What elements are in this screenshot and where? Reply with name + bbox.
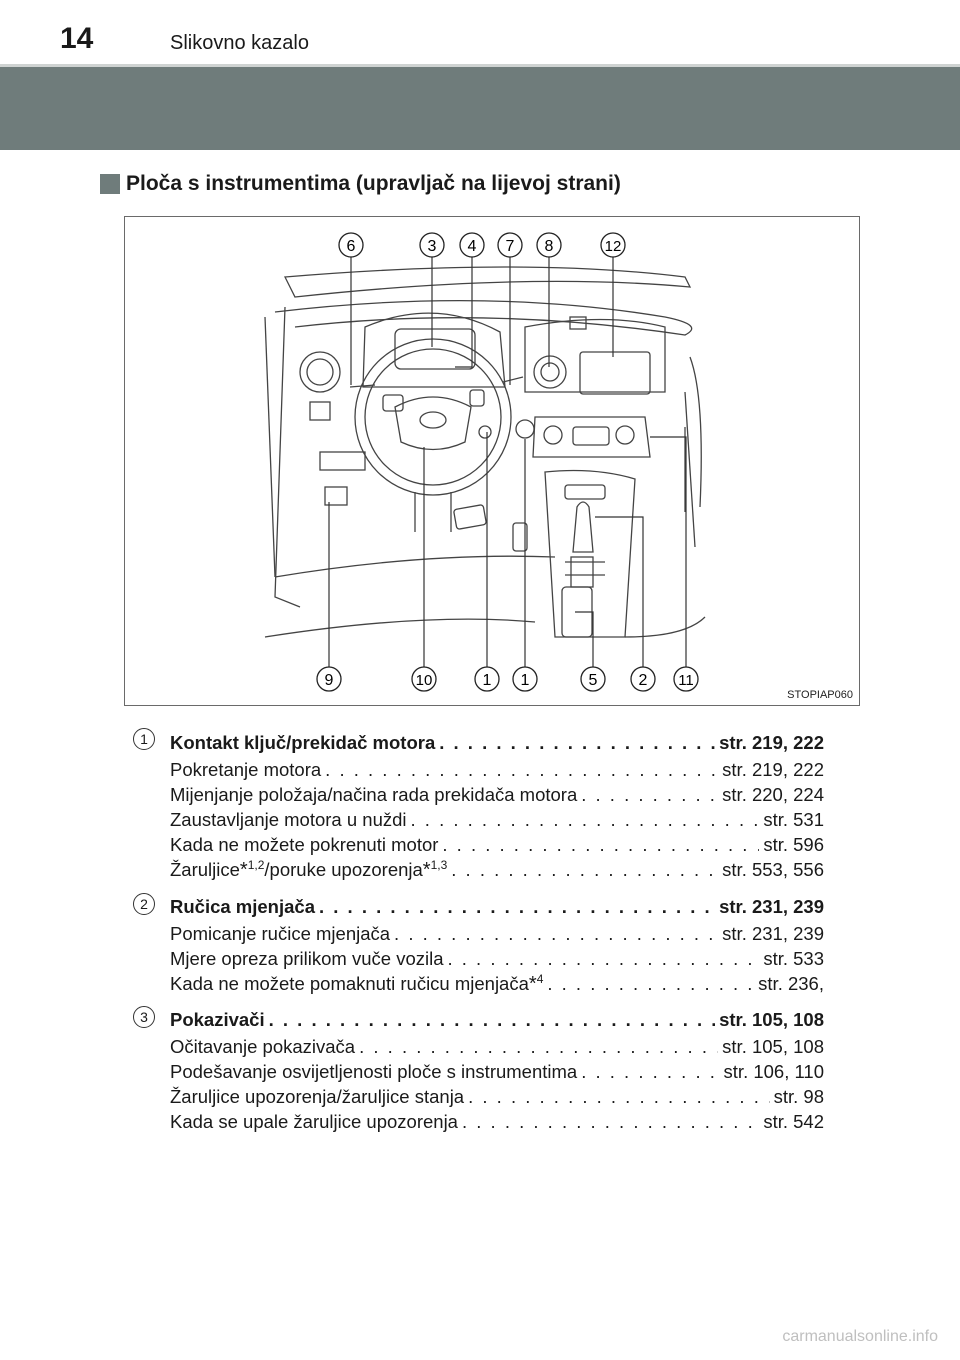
callout-top-label: 7 <box>506 238 515 255</box>
entry-line-label: Zaustavljanje motora u nuždi <box>170 809 407 830</box>
entry-line: Žaruljice upozorenja/žaruljice stanja str… <box>170 1086 824 1110</box>
header-rule <box>0 64 960 67</box>
callout-bottom-label: 1 <box>521 672 530 689</box>
page-reference: str. 231, 239 <box>719 896 824 917</box>
entry-line: Podešavanje osvijetljenosti ploče s inst… <box>170 1061 824 1085</box>
callout-top-label: 4 <box>468 238 477 255</box>
dashboard-illustration: 6 3 4 7 8 12 9 10 1 1 5 2 11 <box>264 232 706 692</box>
entry-line: Kada ne možete pomaknuti ručicu mjenjača… <box>170 973 824 997</box>
entry-line: Kada ne možete pokrenuti motor str. 596 <box>170 834 824 858</box>
page-reference: str. 219, 222 <box>722 759 824 780</box>
entry-line-label: Kada ne možete pokrenuti motor <box>170 834 439 855</box>
entry-line-label: Podešavanje osvijetljenosti ploče s inst… <box>170 1061 578 1082</box>
page-reference: str. 98 <box>773 1086 824 1107</box>
entry-line-label: Mijenjanje položaja/načina rada prekidač… <box>170 784 578 805</box>
entry-line-label: Mjere opreza prilikom vuče vozila <box>170 948 444 969</box>
page-reference: str. 219, 222 <box>719 732 824 753</box>
callout-bottom-label: 5 <box>589 672 598 689</box>
page-number: 14 <box>60 22 94 55</box>
callout-top-label: 12 <box>605 238 622 255</box>
entry-line: Pokretanje motora str. 219, 222 <box>170 759 824 783</box>
entry-line-label: Žaruljice*1,2/poruke upozorenja*1,3 <box>170 857 448 881</box>
entry-line-label: Žaruljice upozorenja/žaruljice stanja <box>170 1086 465 1107</box>
page-reference: str. 220, 224 <box>722 784 824 805</box>
entry-line-label: Kada ne možete pomaknuti ručicu mjenjača… <box>170 971 544 995</box>
entry-line: Kontakt ključ/prekidač motora str. 219, 2… <box>170 732 824 756</box>
figure-code: STOPIAP060 <box>787 689 853 701</box>
entry-line-label: Pokazivači <box>170 1009 265 1030</box>
entry-3-number: 3 <box>133 1006 155 1028</box>
watermark: carmanualsonline.info <box>782 1328 938 1345</box>
page-reference: str. 553, 556 <box>722 859 824 880</box>
entry-line: Očitavanje pokazivača str. 105, 108 <box>170 1036 824 1060</box>
header-band <box>0 67 960 150</box>
entry-line: Mjere opreza prilikom vuče vozila str. 53… <box>170 948 824 972</box>
page-reference: str. 105, 108 <box>719 1009 824 1030</box>
entry-line: Žaruljice*1,2/poruke upozorenja*1,3 str. … <box>170 859 824 883</box>
callout-bottom-label: 10 <box>416 672 433 689</box>
page-reference: str. 542 <box>763 1111 824 1132</box>
page-reference: str. 533 <box>763 948 824 969</box>
entry-line-label: Pokretanje motora <box>170 759 322 780</box>
callout-top-label: 6 <box>347 238 356 255</box>
page-reference: str. 596 <box>763 834 824 855</box>
entry-line-label: Pomicanje ručice mjenjača <box>170 923 391 944</box>
dashboard-figure: 6 3 4 7 8 12 9 10 1 1 5 2 11 <box>124 216 860 706</box>
page-reference: str. 231, 239 <box>722 923 824 944</box>
section-heading: Ploča s instrumentima (upravljač na lije… <box>100 170 621 198</box>
callout-bottom-label: 2 <box>639 672 648 689</box>
entry-line: Zaustavljanje motora u nuždi str. 531 <box>170 809 824 833</box>
entry-1-number: 1 <box>133 728 155 750</box>
entry-line-label: Ručica mjenjača <box>170 896 315 917</box>
entry-2-number: 2 <box>133 893 155 915</box>
section-title: Ploča s instrumentima (upravljač na lije… <box>126 172 621 195</box>
section-bullet-icon <box>100 174 120 194</box>
entry-line: Ručica mjenjača str. 231, 239 <box>170 896 824 920</box>
callout-top-label: 8 <box>545 238 554 255</box>
page-reference: str. 105, 108 <box>722 1036 824 1057</box>
entry-line: Pokazivači str. 105, 108 <box>170 1009 824 1033</box>
callout-bottom-label: 1 <box>483 672 492 689</box>
callout-bottom-label: 9 <box>325 672 334 689</box>
callout-bottom-label: 11 <box>678 672 694 689</box>
header-title: Slikovno kazalo <box>170 32 309 54</box>
page-reference: str. 236, <box>758 973 824 994</box>
entry-line-label: Kontakt ključ/prekidač motora <box>170 732 436 753</box>
page-reference: str. 106, 110 <box>723 1061 824 1082</box>
callout-top-label: 3 <box>428 238 437 255</box>
entry-line-label: Kada se upale žaruljice upozorenja <box>170 1111 458 1132</box>
page-reference: str. 531 <box>763 809 824 830</box>
entry-line: Kada se upale žaruljice upozorenja str. 5… <box>170 1111 824 1135</box>
entry-line-label: Očitavanje pokazivača <box>170 1036 356 1057</box>
entry-line: Pomicanje ručice mjenjača str. 231, 239 <box>170 923 824 947</box>
entry-line: Mijenjanje položaja/načina rada prekidač… <box>170 784 824 808</box>
